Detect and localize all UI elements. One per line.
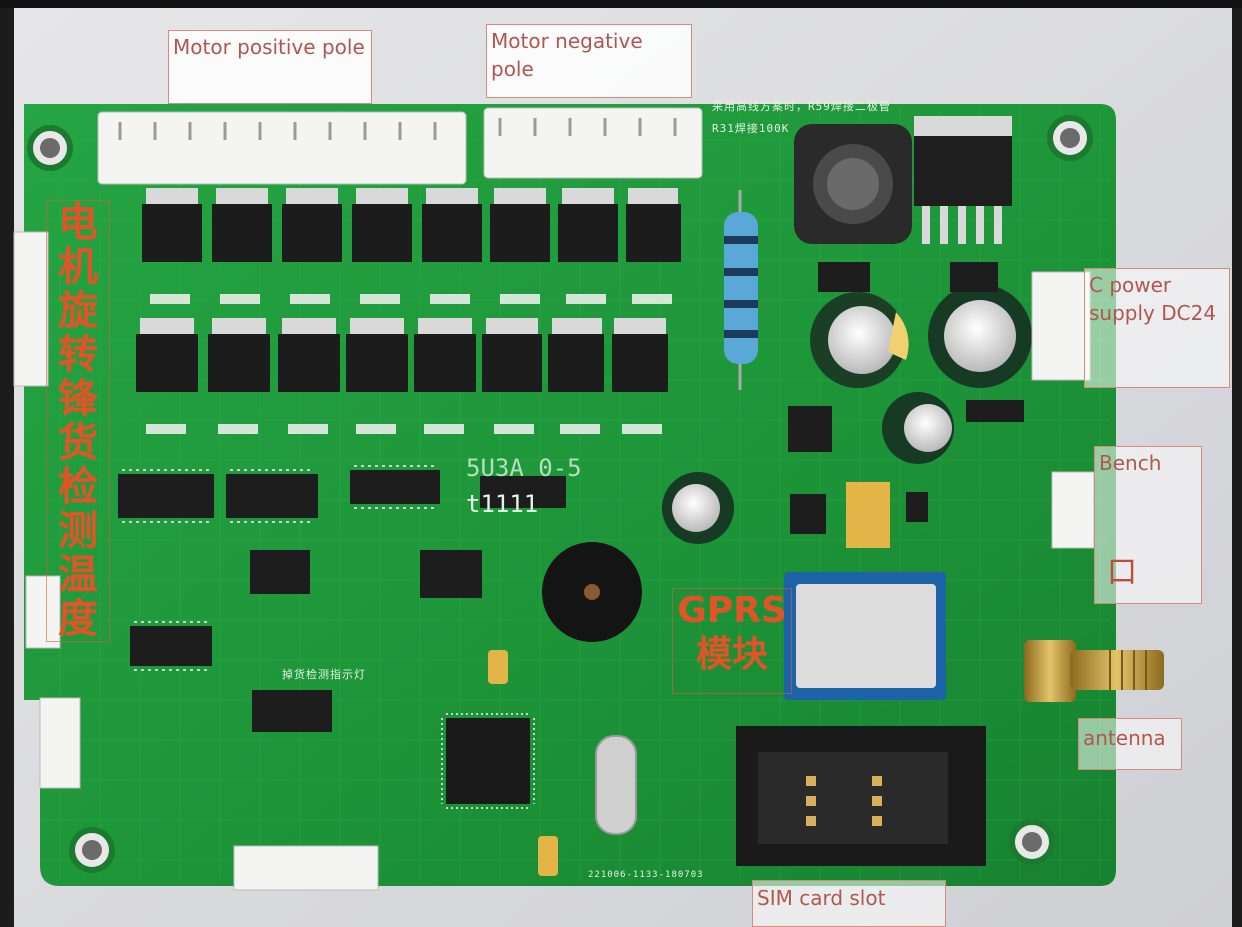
silk-top-note-2: R31焊接100K [712,122,790,135]
sim-slot-label: SIM card slot [752,880,946,927]
bench-text: Bench [1099,451,1162,475]
power-resistor [724,190,758,390]
motor-negative-label: Motor negative pole [486,24,692,98]
microcontroller [441,713,535,809]
power-supply-label: C power supply DC24 [1084,268,1230,388]
crystal [595,735,637,835]
silk-top-note-1: 采用高线方案时，R59焊接二极管 [712,100,891,113]
motor-negative-connector [483,107,703,179]
mosfet-row-bottom [136,318,668,392]
buzzer [542,542,642,642]
antenna-connector [1024,640,1164,702]
capacitors [662,284,1032,544]
overlay-line-2: t1111 [466,490,539,518]
motor-positive-connector [97,111,467,185]
cn-vertical-label: 电机旋转锋货检测温度 [46,200,110,642]
silk-serial: 221006-1133-180703 [588,870,704,880]
motor-positive-label: Motor positive pole [168,30,372,104]
overlay-line-1: 5U3A 0-5 [466,454,582,482]
logic-ics [118,470,566,732]
gprs-module-label: GPRS模块 [672,588,792,694]
silk-indicator-note: 掉货检测指示灯 [282,668,366,681]
bench-label: Bench 口 [1094,446,1202,604]
mosfet-row-top [142,188,681,262]
bench-mark: 口 [1107,555,1137,590]
antenna-label: antenna [1078,718,1182,770]
side-connectors [13,231,1095,891]
voltage-regulator [914,116,1012,244]
power-inductor [794,124,912,244]
sim-card-slot [736,726,986,866]
gprs-module [784,572,946,700]
